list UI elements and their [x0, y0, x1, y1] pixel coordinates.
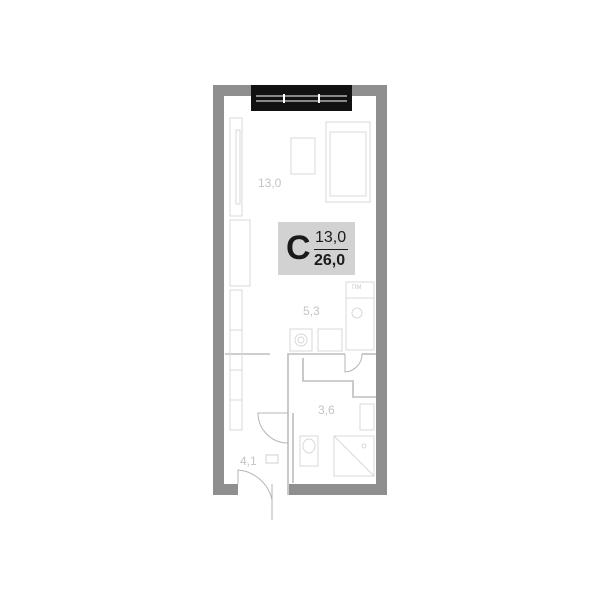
- interior-partitions: [225, 353, 376, 495]
- window: [251, 85, 352, 111]
- room-area-bathroom: 3,6: [318, 403, 335, 417]
- living-area-value: 13,0: [315, 229, 347, 246]
- apartment-type-badge: С 13,0 26,0: [278, 222, 355, 275]
- entrance-marker: [265, 454, 279, 464]
- living-furniture: [290, 121, 371, 203]
- left-cabinets: [229, 117, 251, 431]
- area-divider: [314, 249, 348, 250]
- total-area-value: 26,0: [314, 252, 346, 269]
- room-area-living: 13,0: [258, 176, 282, 190]
- room-area-hall: 4,1: [240, 454, 257, 468]
- outer-walls: [213, 85, 387, 495]
- apartment-type-letter: С: [286, 229, 311, 267]
- bathroom-fixtures: [299, 403, 375, 477]
- appliance-label: ПМ: [352, 285, 361, 291]
- doors: [237, 353, 363, 520]
- room-area-kitchen: 5,3: [303, 304, 320, 318]
- kitchen-fixtures: [289, 281, 375, 352]
